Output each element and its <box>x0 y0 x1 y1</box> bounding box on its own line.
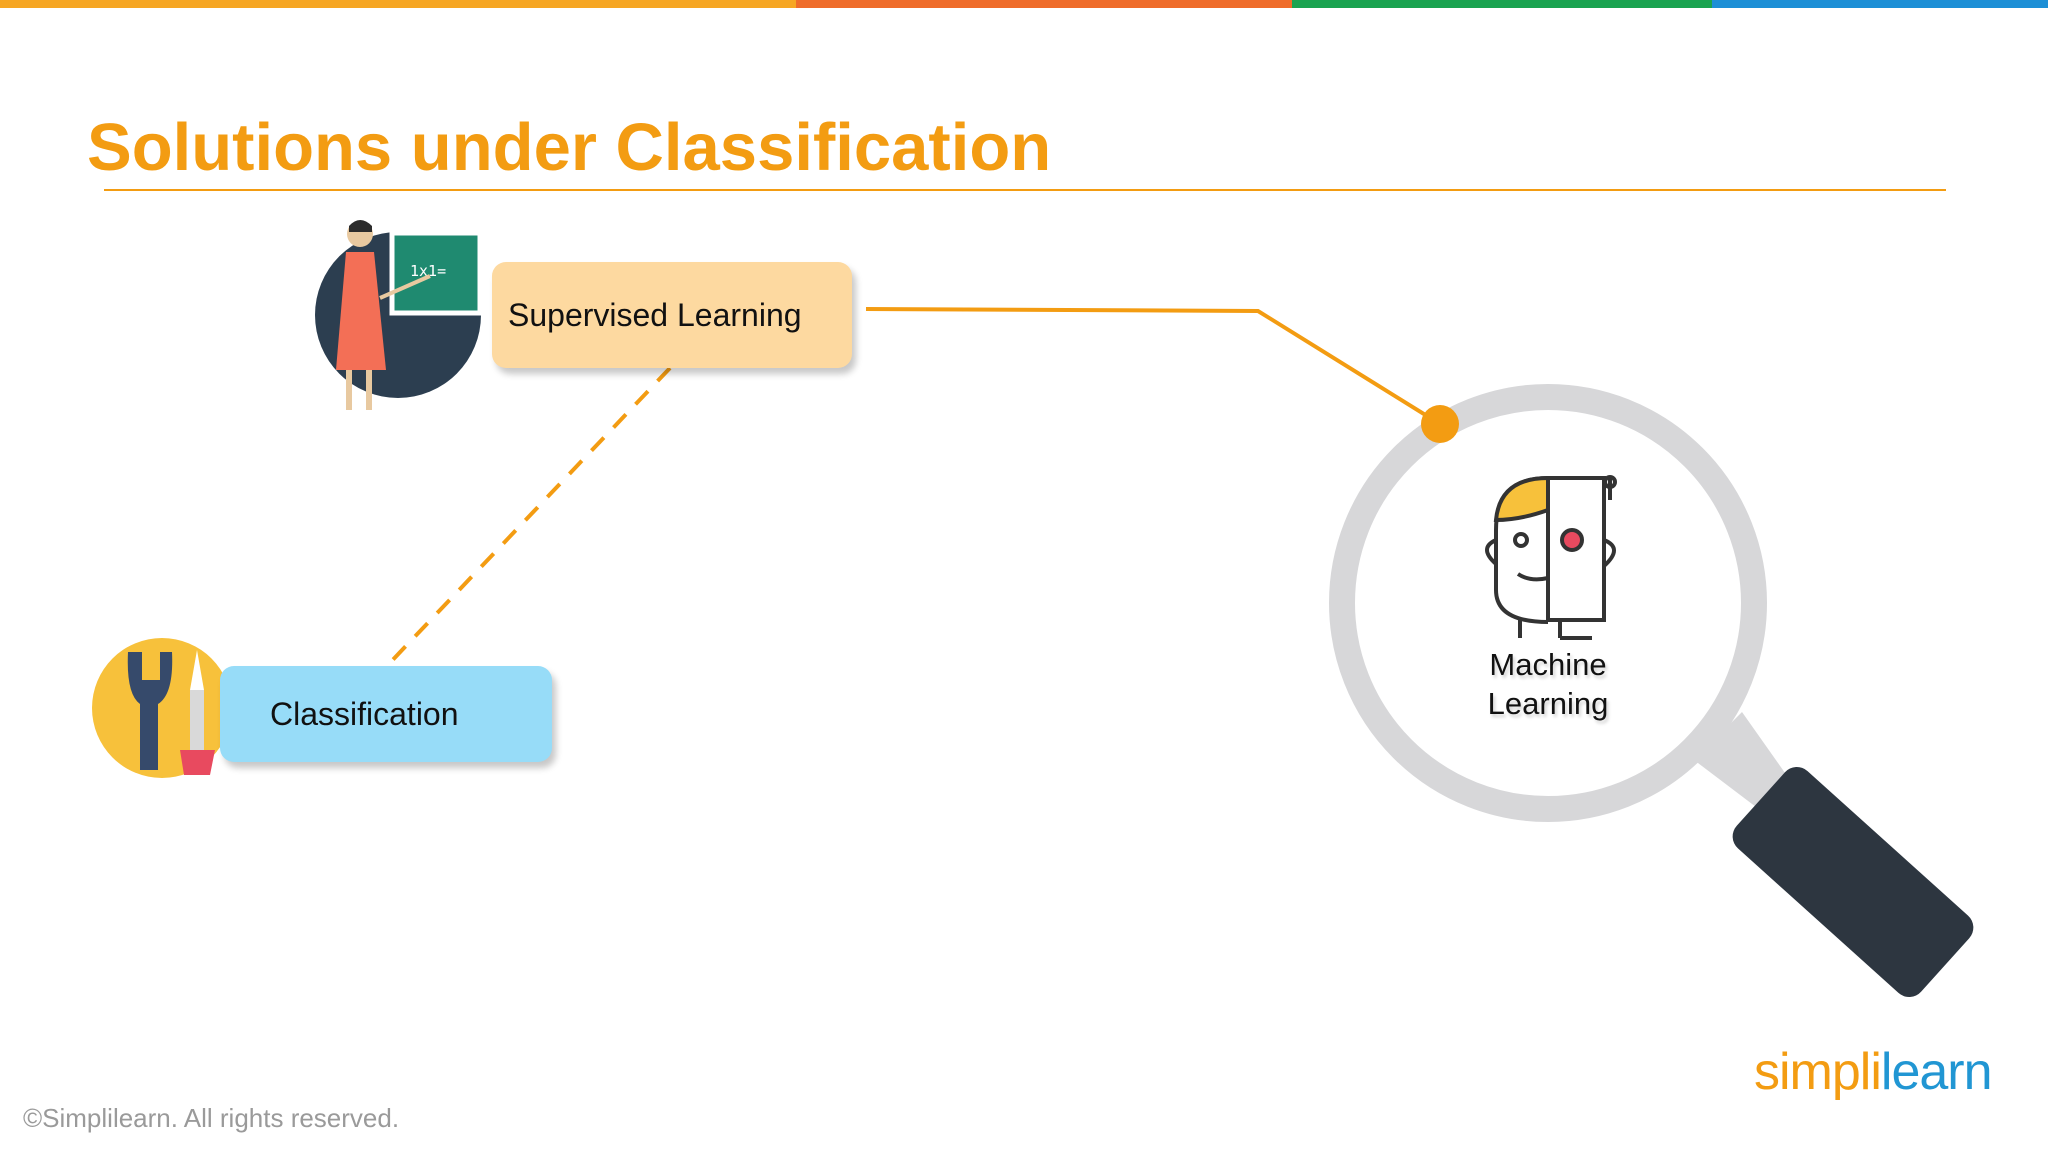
copyright-text: ©Simplilearn. All rights reserved. <box>23 1103 400 1133</box>
machine-learning-label: Machine Learning <box>1448 645 1648 723</box>
human-robot-face-icon <box>1485 475 1617 640</box>
top-color-bar <box>0 0 2048 8</box>
classification-label: Classification <box>270 695 459 732</box>
classification-box: Classification <box>220 666 552 762</box>
logo-part-simpl: simpl <box>1754 1043 1871 1101</box>
supervised-learning-label: Supervised Learning <box>508 296 802 333</box>
svg-text:1x1=: 1x1= <box>410 262 446 280</box>
magnifying-glass-icon <box>1329 384 1974 998</box>
simplilearn-logo: simplilearn <box>1754 1042 1993 1102</box>
supervised-learning-box: Supervised Learning <box>492 262 852 368</box>
teacher-at-board-icon: 1x1= <box>315 220 483 410</box>
connector-supervised-to-ml <box>865 307 1442 426</box>
top-bar-orange <box>796 0 1292 8</box>
connector-endpoint-dot <box>1421 405 1459 443</box>
slide-title: Solutions under Classification <box>87 110 1052 185</box>
wrench-screwdriver-icon <box>92 638 232 778</box>
machine-learning-line2: Learning <box>1487 686 1609 721</box>
title-underline <box>104 189 1946 191</box>
top-bar-blue <box>1712 0 2048 8</box>
logo-part-i: i <box>1870 1043 1882 1101</box>
logo-part-learn: learn <box>1880 1043 1993 1101</box>
top-bar-green <box>1292 0 1712 8</box>
top-bar-yellow <box>0 0 796 8</box>
machine-learning-line1: Machine <box>1489 647 1607 682</box>
connector-supervised-to-classification <box>383 366 672 670</box>
